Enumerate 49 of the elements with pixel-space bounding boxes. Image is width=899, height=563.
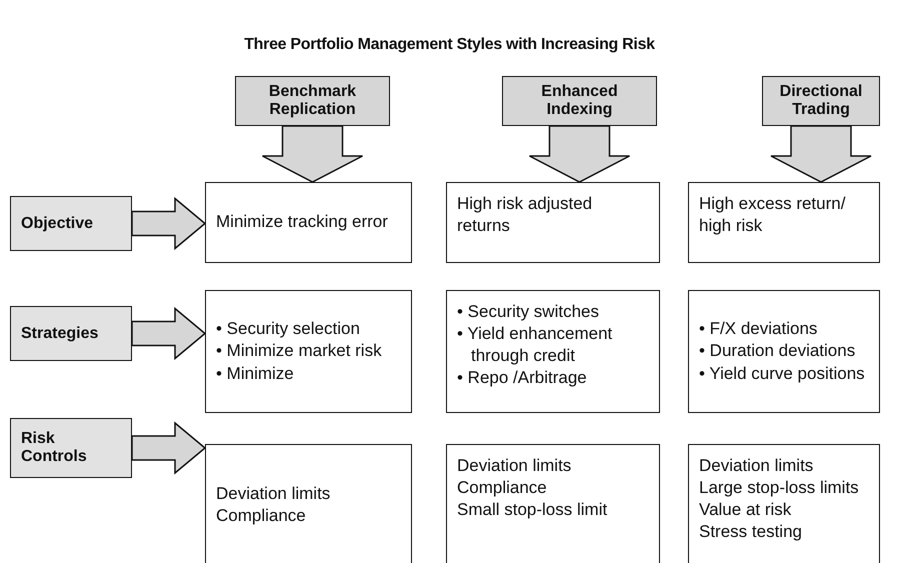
cell-text: Minimize tracking error	[216, 211, 389, 234]
cell-text: Compliance	[457, 477, 548, 500]
content-box	[205, 290, 412, 413]
row-title: Strategies	[21, 324, 100, 342]
cell-text: • Duration deviations	[699, 340, 856, 362]
block-arrow	[131, 306, 206, 360]
cell-text: High excess return/ high risk	[699, 193, 846, 238]
cell-text: Large stop-loss limits	[699, 477, 860, 500]
cell-text: Compliance	[216, 505, 307, 528]
cell-text: • Repo /Arbitrage	[457, 367, 588, 390]
column-title: Directional Trading	[778, 83, 864, 119]
content-box	[446, 444, 660, 563]
column-title: Benchmark Replication	[268, 83, 358, 119]
cell-text: Small stop-loss limit	[457, 499, 608, 522]
block-arrow	[131, 196, 206, 250]
cell-text: • Security switches	[457, 301, 600, 323]
content-box	[446, 182, 660, 263]
content-box	[688, 444, 880, 563]
column-title: Enhanced Indexing	[540, 83, 619, 119]
diagram-title: Three Portfolio Management Styles with Increasing Risk	[243, 36, 656, 54]
row-label-box	[10, 306, 132, 361]
cell-text: • Security selection	[216, 318, 361, 340]
cell-text: Deviation limits	[699, 455, 814, 477]
column-header-box	[502, 76, 657, 126]
block-arrow	[770, 125, 872, 183]
row-label-box	[10, 196, 132, 251]
content-box	[205, 444, 412, 563]
block-arrow	[528, 125, 630, 183]
cell-text: Deviation limits	[216, 483, 332, 505]
cell-text: • Yield enhancement through credit	[457, 323, 614, 368]
content-box	[688, 290, 880, 413]
column-header-box	[762, 76, 880, 126]
cell-text: Value at risk	[699, 499, 792, 522]
cell-text: • F/X deviations	[699, 318, 818, 340]
row-title: Objective	[21, 214, 94, 232]
cell-text: • Minimize market risk	[216, 340, 383, 362]
cell-text: Deviation limits	[457, 455, 572, 477]
column-header-box	[235, 76, 390, 126]
cell-text: • Yield curve positions	[699, 362, 866, 385]
block-arrow	[131, 421, 206, 475]
block-arrow	[262, 125, 364, 183]
content-box	[205, 182, 412, 263]
content-box	[688, 182, 880, 263]
row-label-box	[10, 418, 132, 478]
cell-text: High risk adjusted returns	[457, 193, 594, 238]
cell-text: • Minimize	[216, 362, 295, 385]
row-title: Risk Controls	[21, 430, 88, 466]
content-box	[446, 290, 660, 413]
cell-text: Stress testing	[699, 521, 803, 544]
